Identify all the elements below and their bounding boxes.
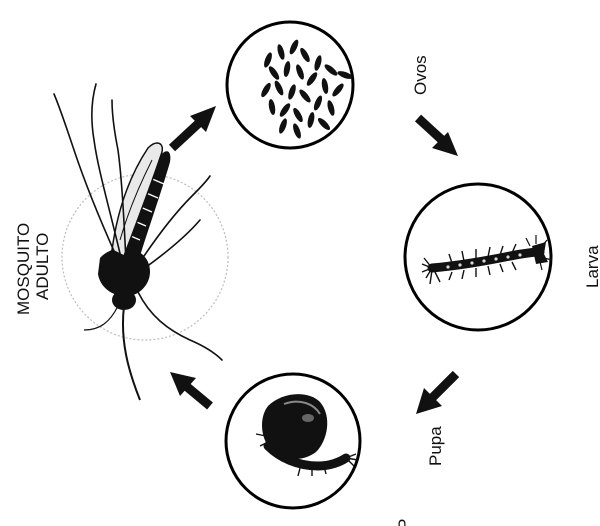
- cycle-arrow-icon: [170, 372, 210, 406]
- adult-label-line1: MOSQUITO: [14, 223, 33, 315]
- pupa-stage: [226, 374, 360, 508]
- footer-fragment: P: [395, 519, 414, 526]
- cycle-arrow-icon: [416, 374, 456, 414]
- larva-label: Larva: [583, 245, 600, 288]
- eggs-stage: [227, 22, 354, 148]
- pupa-label: Pupa: [426, 426, 445, 466]
- adult-mosquito-stage: [54, 84, 228, 400]
- larva-stage: [405, 184, 552, 330]
- cycle-arrow-icon: [418, 118, 458, 156]
- eggs-label: Ovos: [411, 55, 430, 95]
- mosquito-icon: [54, 84, 222, 400]
- cycle-arrow-icon: [172, 106, 216, 148]
- adult-label-line2: ADULTO: [33, 233, 52, 300]
- eggs-circle: [227, 22, 353, 148]
